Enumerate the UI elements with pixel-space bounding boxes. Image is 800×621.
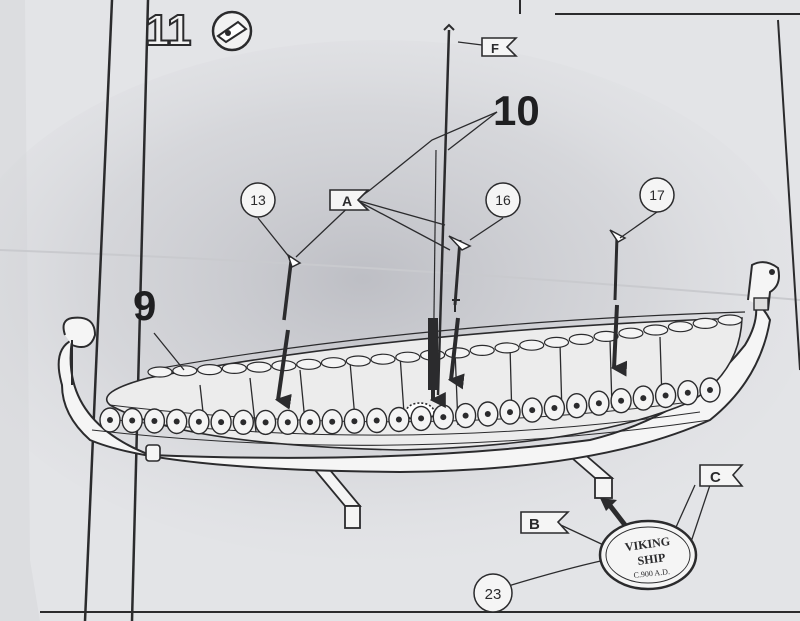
rail-shield (221, 362, 247, 374)
rail-shield (444, 347, 470, 359)
flag-b: B (520, 511, 570, 534)
shield-boss (507, 409, 513, 416)
shield-boss (329, 418, 336, 425)
panel-border-left (130, 0, 150, 621)
callout-16: 16 (485, 182, 521, 218)
rail-shield (296, 358, 322, 370)
rail-shield (717, 314, 743, 326)
part-number-9: 9 (133, 282, 156, 329)
shield-boss (684, 389, 691, 396)
shield-boss (173, 418, 180, 425)
panel-edge (83, 0, 114, 621)
rail-shield (568, 333, 594, 345)
shield-boss (351, 418, 358, 425)
shield-boss (395, 416, 402, 423)
flag-a-text: A (342, 193, 352, 209)
shield-boss (284, 419, 291, 426)
shield-boss (151, 418, 158, 424)
shield-boss (440, 414, 447, 421)
rail-shield (469, 344, 495, 356)
step-number-text: 11 (145, 6, 192, 55)
plaque-line-3: C.900 A.D. (633, 567, 670, 580)
rail-shield (320, 357, 347, 369)
callout-17: 17 (639, 177, 675, 213)
shield-boss (240, 419, 247, 426)
pole-part-16 (447, 235, 472, 390)
shield-boss (551, 405, 558, 411)
shield-boss (573, 402, 580, 409)
callout-23-text: 23 (485, 586, 502, 603)
rail-shield (618, 327, 644, 339)
part-label-10: 10 (493, 87, 540, 134)
shield-boss (707, 387, 713, 393)
pole-part-13 (274, 253, 302, 410)
callout-17-text: 17 (649, 187, 665, 203)
pole-part-17 (609, 229, 628, 377)
rail-shield (395, 351, 421, 363)
shield-boss (662, 392, 669, 399)
shield-boss (418, 415, 425, 422)
part-label-9: 9 (133, 282, 156, 329)
rail-shield (246, 361, 272, 373)
rail-shield (197, 364, 223, 376)
rail-shield (692, 317, 718, 329)
shield-boss (129, 417, 136, 424)
shield-boss (529, 407, 536, 414)
shield-boss (373, 417, 380, 424)
mast-part-10 (428, 23, 455, 408)
plaque-line-1: VIKING (624, 534, 671, 554)
shield-row (99, 377, 721, 436)
rail-shield (643, 324, 669, 336)
shield-boss (595, 400, 602, 407)
rail-shield (519, 339, 545, 351)
callout-16-text: 16 (495, 192, 511, 208)
shield-boss (484, 411, 491, 417)
display-plaque: VIKING SHIP C.900 A.D. (598, 519, 698, 591)
rail-shield (345, 355, 371, 367)
plaque-line-2: SHIP (637, 550, 667, 568)
shield-boss (462, 412, 469, 419)
rail-shield (172, 365, 198, 377)
rail-shield (370, 353, 396, 365)
shield-boss (218, 419, 225, 426)
shield-boss (618, 397, 625, 404)
rail-shield (667, 321, 694, 333)
shield-boss (107, 417, 113, 423)
part-number-10: 10 (493, 87, 540, 134)
rail-shield (494, 342, 520, 354)
rail-shield (147, 366, 173, 378)
flag-b-text: B (529, 516, 540, 533)
flag-f: F (481, 37, 518, 57)
flag-a: A (329, 189, 370, 211)
flag-c-text: C (710, 469, 721, 486)
shield-boss (640, 395, 647, 402)
callout-13: 13 (240, 182, 276, 218)
shield-boss (195, 418, 202, 425)
shield-boss (307, 419, 313, 426)
rail-shield (593, 330, 619, 342)
glue-icon (211, 10, 253, 52)
flag-f-text: F (491, 41, 499, 56)
rail-shield (543, 336, 570, 348)
callout-13-text: 13 (250, 192, 266, 208)
shield-boss (262, 419, 269, 426)
flag-c: C (699, 464, 744, 487)
callout-23: 23 (473, 573, 513, 613)
up-arrow-icon (600, 498, 627, 527)
step-number: 11 (144, 5, 193, 56)
